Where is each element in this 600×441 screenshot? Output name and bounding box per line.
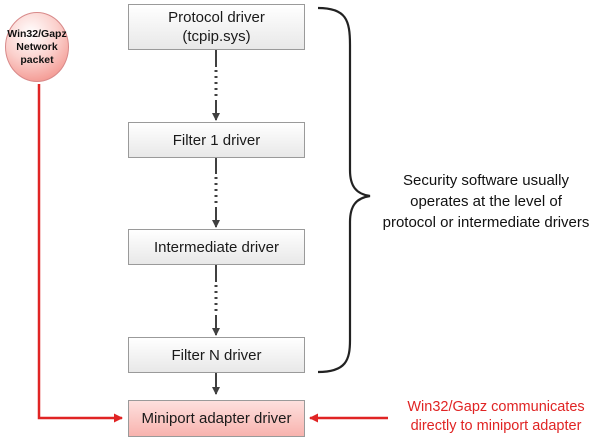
curly-brace [317,6,371,374]
filter1-driver-label: Filter 1 driver [172,131,261,149]
security-software-note: Security software usually operates at th… [372,170,600,233]
packet-label-line2: Network [16,40,58,53]
security-note-line3: protocol or intermediate drivers [382,214,590,231]
security-note-line1: Security software usually [403,172,569,189]
gapz-bypass-arrow [37,84,123,423]
filterN-driver-label: Filter N driver [171,346,262,364]
filter1-driver-box: Filter 1 driver [128,122,305,158]
miniport-driver-box: Miniport adapter driver [128,400,305,437]
miniport-driver-label: Miniport adapter driver [141,410,292,427]
gapz-note-line1: Win32/Gapz communicates [407,399,585,415]
security-note-line2: operates at the level of [410,193,562,210]
intermediate-driver-label: Intermediate driver [153,238,280,256]
gapz-network-packet: Win32/Gapz Network packet [5,12,69,82]
protocol-driver-file: (tcpip.sys) [182,28,251,45]
packet-label-line3: packet [20,53,54,66]
protocol-driver-box: Protocol driver (tcpip.sys) [128,4,305,50]
packet-label-line1: Win32/Gapz [7,27,67,40]
filterN-driver-box: Filter N driver [128,337,305,373]
intermediate-driver-box: Intermediate driver [128,229,305,265]
gapz-communication-note: Win32/Gapz communicates directly to mini… [392,398,600,436]
protocol-driver-label: Protocol driver [168,9,265,26]
gapz-note-line2: directly to miniport adapter [410,418,582,434]
